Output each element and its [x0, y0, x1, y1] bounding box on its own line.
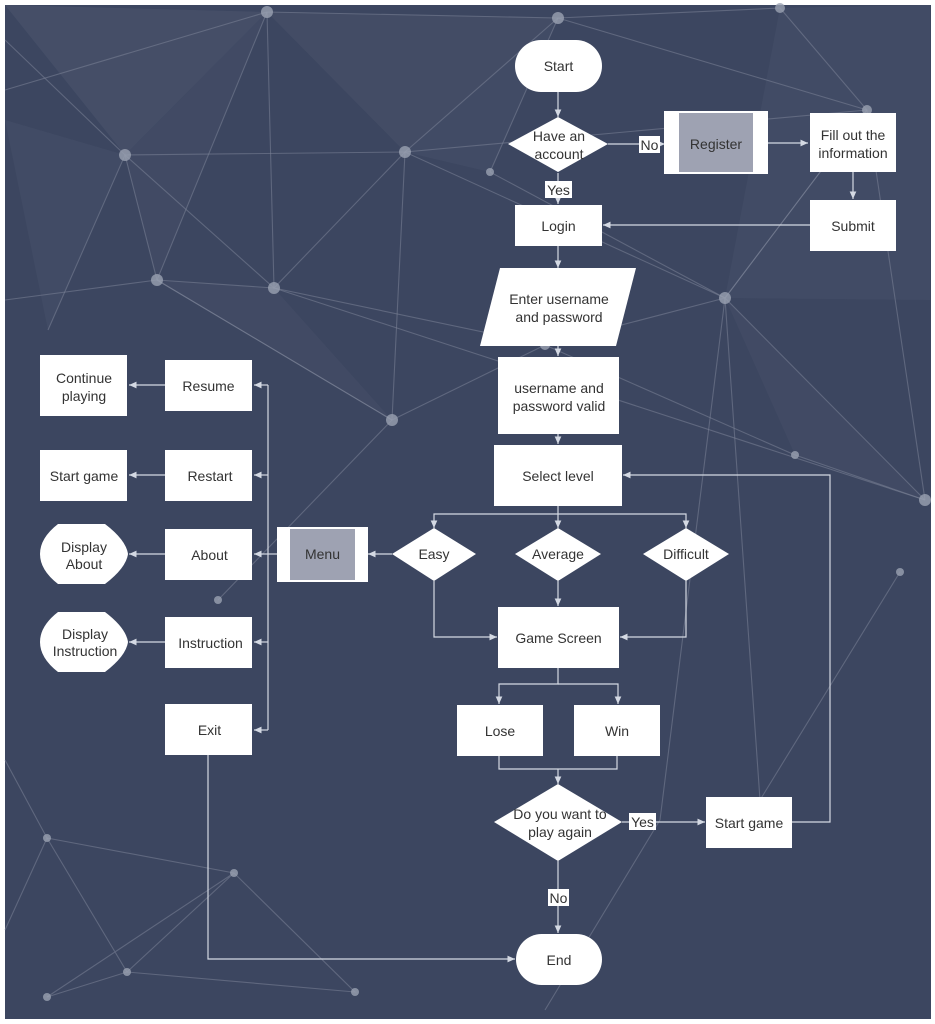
node-restart: Restart — [165, 450, 252, 501]
node-end: End — [516, 934, 602, 985]
svg-text:Do you want to: Do you want to — [513, 806, 607, 822]
svg-text:No: No — [641, 137, 659, 153]
svg-text:Average: Average — [532, 546, 584, 562]
svg-text:Yes: Yes — [547, 182, 570, 198]
edge-startgame-to-select — [623, 471, 831, 823]
svg-text:Yes: Yes — [631, 814, 654, 830]
svg-text:Submit: Submit — [831, 218, 875, 234]
svg-text:Resume: Resume — [182, 378, 234, 394]
edge-game-to-lose — [495, 668, 559, 704]
svg-text:Start game: Start game — [50, 468, 119, 484]
edge-easy-to-game — [433, 581, 497, 641]
edge-exit-to-end — [207, 755, 515, 963]
svg-text:Menu: Menu — [305, 546, 340, 562]
node-game-screen: Game Screen — [498, 607, 619, 668]
edge-label-no-end: No — [548, 889, 569, 906]
node-display-instruction: Display Instruction — [40, 612, 128, 672]
svg-text:Fill out the: Fill out the — [821, 127, 886, 143]
node-credentials-valid: username and password valid — [498, 357, 619, 434]
svg-text:Exit: Exit — [198, 722, 221, 738]
svg-text:End: End — [547, 952, 572, 968]
node-continue-playing: Continue playing — [40, 355, 127, 416]
node-fill-information: Fill out the information — [810, 113, 896, 172]
svg-text:Enter username: Enter username — [509, 291, 609, 307]
svg-text:Register: Register — [690, 136, 742, 152]
svg-text:Continue: Continue — [56, 370, 112, 386]
node-start-game-right: Start game — [706, 797, 792, 848]
edge-game-to-win — [558, 683, 622, 704]
node-average-decision: Average — [515, 528, 601, 581]
node-enter-credentials: Enter username and password — [480, 268, 636, 346]
svg-text:Select level: Select level — [522, 468, 594, 484]
svg-text:Game Screen: Game Screen — [515, 630, 601, 646]
node-resume: Resume — [165, 360, 252, 411]
node-menu: Menu — [277, 527, 368, 582]
node-lose: Lose — [457, 705, 543, 756]
svg-text:information: information — [818, 145, 887, 161]
node-display-about: Display About — [40, 524, 128, 584]
svg-text:account: account — [534, 146, 583, 162]
svg-text:password valid: password valid — [513, 398, 606, 414]
svg-text:No: No — [550, 890, 568, 906]
node-start-game-left: Start game — [40, 450, 127, 501]
edge-label-no-register: No — [639, 136, 660, 153]
edge-label-yes-start-game: Yes — [629, 813, 656, 830]
svg-text:Lose: Lose — [485, 723, 516, 739]
node-register: Register — [664, 111, 768, 174]
edge-label-yes-login: Yes — [545, 181, 572, 198]
svg-text:username and: username and — [514, 380, 604, 396]
connectors — [129, 92, 857, 963]
svg-text:Restart: Restart — [187, 468, 232, 484]
node-difficult-decision: Difficult — [643, 528, 729, 581]
node-about: About — [165, 529, 252, 580]
svg-text:Win: Win — [605, 723, 629, 739]
svg-text:Have an: Have an — [533, 128, 585, 144]
svg-text:About: About — [66, 556, 103, 572]
node-instruction: Instruction — [165, 617, 252, 668]
svg-text:playing: playing — [62, 388, 106, 404]
svg-text:Difficult: Difficult — [663, 546, 709, 562]
svg-text:Display: Display — [62, 626, 108, 642]
svg-text:play again: play again — [528, 824, 592, 840]
node-easy-decision: Easy — [392, 528, 476, 581]
svg-text:Easy: Easy — [418, 546, 449, 562]
node-submit: Submit — [810, 200, 896, 251]
svg-text:Instruction: Instruction — [178, 635, 243, 651]
svg-text:and password: and password — [515, 309, 602, 325]
node-exit: Exit — [165, 704, 252, 755]
svg-text:About: About — [191, 547, 228, 563]
background-panel — [5, 5, 931, 1019]
edge-select-to-easy — [430, 506, 559, 528]
node-login: Login — [515, 205, 602, 246]
svg-text:Instruction: Instruction — [53, 643, 118, 659]
svg-text:Start: Start — [544, 58, 574, 74]
node-win: Win — [574, 705, 660, 756]
edge-difficult-to-game — [620, 581, 687, 641]
svg-text:Display: Display — [61, 539, 107, 555]
svg-text:Login: Login — [541, 218, 575, 234]
node-play-again-decision: Do you want to play again — [494, 784, 622, 861]
node-start: Start — [515, 40, 602, 92]
node-have-account-decision: Have an account — [508, 117, 608, 172]
edge-select-to-difficult — [558, 513, 690, 528]
node-select-level: Select level — [494, 445, 622, 506]
svg-text:Start game: Start game — [715, 815, 784, 831]
